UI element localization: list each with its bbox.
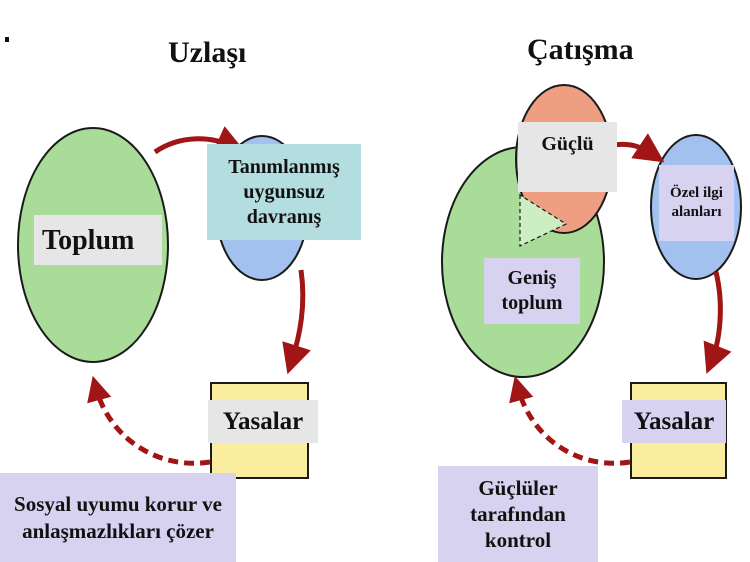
laws-label-right: Yasalar [622, 400, 726, 443]
arrow-society-to-behavior [153, 126, 246, 155]
arrow-interests-to-laws [703, 271, 732, 374]
overlap-wedge [519, 193, 568, 247]
society-label-right: Geniş toplum [484, 258, 580, 324]
behavior-label: Tanımlanmış uygunsuz davranış [207, 144, 361, 240]
conflict-title: Çatışma [527, 33, 634, 66]
stray-dot [5, 37, 9, 42]
consensus-title: Uzlaşı [168, 36, 247, 69]
interests-label: Özel ilgi alanları [659, 165, 734, 241]
arrow-laws-to-society-dashed [87, 375, 211, 466]
arrow-powerful-to-interests [613, 133, 665, 163]
outcome-label-right: Güçlüler tarafından kontrol [438, 466, 598, 562]
powerful-label: Güçlü [518, 122, 617, 192]
outcome-label-left: Sosyal uyumu korur ve anlaşmazlıkları çö… [0, 473, 236, 562]
arrow-laws-to-society-right-dashed [509, 375, 631, 466]
laws-label-left: Yasalar [208, 400, 318, 443]
society-label-left: Toplum [34, 215, 162, 265]
arrow-behavior-to-laws [282, 269, 311, 375]
